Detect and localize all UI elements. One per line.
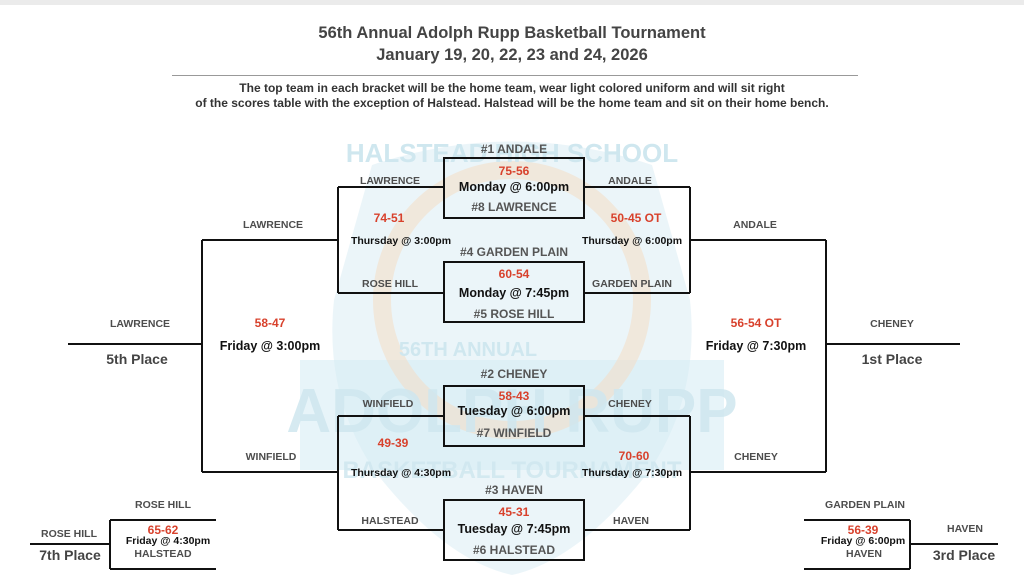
final-score: 56-54 OT <box>730 316 782 330</box>
watermark-rupp: ADOLPH RUPP <box>286 377 737 446</box>
third-place-label: 3rd Place <box>932 547 996 563</box>
seventh-top-team: ROSE HILL <box>134 499 192 511</box>
seed-6: #6 HALSTEAD <box>472 543 556 557</box>
game2-time: Monday @ 7:45pm <box>458 286 570 300</box>
seventh-place-label: 7th Place <box>39 547 101 563</box>
cons-top-time: Thursday @ 3:00pm <box>350 235 452 247</box>
seed-4: #4 GARDEN PLAIN <box>459 245 569 259</box>
seed-1: #1 ANDALE <box>480 142 548 156</box>
game2-loser: ROSE HILL <box>361 278 419 290</box>
seventh-score: 65-62 <box>147 523 179 537</box>
watermark-annual: 56TH ANNUAL <box>399 339 537 361</box>
cons-bot-winner: WINFIELD <box>245 451 297 463</box>
cons-top-score: 74-51 <box>373 211 405 225</box>
seed-8: #8 LAWRENCE <box>471 200 557 214</box>
game1-winner: ANDALE <box>608 175 652 187</box>
semi-bot-score: 70-60 <box>618 449 650 463</box>
game1-loser: LAWRENCE <box>359 175 421 187</box>
fifth-place-label: 5th Place <box>106 351 168 367</box>
semi-top-time: Thursday @ 6:00pm <box>581 235 683 247</box>
game1-score: 75-56 <box>498 164 530 178</box>
final-bracket <box>690 239 827 473</box>
third-bracket <box>804 519 998 570</box>
cons-top-winner: LAWRENCE <box>242 219 304 231</box>
seed-2: #2 CHENEY <box>480 367 548 381</box>
game2-winner: GARDEN PLAIN <box>592 278 672 290</box>
page-dates: January 19, 20, 22, 23 and 24, 2026 <box>376 46 648 64</box>
seventh-time: Friday @ 4:30pm <box>125 535 211 547</box>
semi-bot-winner: CHENEY <box>734 451 778 463</box>
seventh-bracket <box>30 519 216 570</box>
game3-score: 58-43 <box>498 389 530 403</box>
watermark-school: HALSTEAD HIGH SCHOOL <box>346 138 678 168</box>
watermark-tournament: BASKETBALL TOURNAMENT <box>342 457 681 484</box>
seed-3: #3 HAVEN <box>485 483 543 497</box>
first-place-label: 1st Place <box>861 351 923 367</box>
seventh-bottom-team: HALSTEAD <box>134 548 192 560</box>
final-winner: CHENEY <box>870 318 914 330</box>
game4-winner: HAVEN <box>613 515 649 527</box>
seed-7: #7 WINFIELD <box>476 426 552 440</box>
home-team-note-line2: of the scores table with the exception o… <box>195 96 829 110</box>
third-winner: HAVEN <box>947 523 983 535</box>
fifth-score: 58-47 <box>254 316 286 330</box>
final-time: Friday @ 7:30pm <box>705 339 807 353</box>
third-time: Friday @ 6:00pm <box>820 535 906 547</box>
game4-score: 45-31 <box>498 505 530 519</box>
seventh-winner: ROSE HILL <box>40 528 98 540</box>
fifth-winner: LAWRENCE <box>109 318 171 330</box>
semi-top-winner: ANDALE <box>733 219 777 231</box>
game3-winner: CHENEY <box>608 398 652 410</box>
game1-time: Monday @ 6:00pm <box>458 180 570 194</box>
third-top-team: GARDEN PLAIN <box>825 499 905 511</box>
top-bar <box>0 0 1024 5</box>
seed-5: #5 ROSE HILL <box>473 307 555 321</box>
game4-time: Tuesday @ 7:45pm <box>457 522 571 536</box>
third-score: 56-39 <box>847 523 879 537</box>
home-team-note-line1: The top team in each bracket will be the… <box>239 81 785 95</box>
cons-bot-score: 49-39 <box>377 436 409 450</box>
semi-top-score: 50-45 OT <box>610 211 662 225</box>
game3-time: Tuesday @ 6:00pm <box>457 404 571 418</box>
page-title: 56th Annual Adolph Rupp Basketball Tourn… <box>318 24 706 42</box>
game2-score: 60-54 <box>498 267 530 281</box>
game4-loser: HALSTEAD <box>361 515 419 527</box>
semi-bot-time: Thursday @ 7:30pm <box>581 467 683 479</box>
fifth-time: Friday @ 3:00pm <box>219 339 321 353</box>
game3-loser: WINFIELD <box>362 398 414 410</box>
third-bottom-team: HAVEN <box>846 548 882 560</box>
fifth-bracket <box>201 239 338 473</box>
cons-bot-time: Thursday @ 4:30pm <box>350 467 452 479</box>
title-divider <box>172 75 858 76</box>
